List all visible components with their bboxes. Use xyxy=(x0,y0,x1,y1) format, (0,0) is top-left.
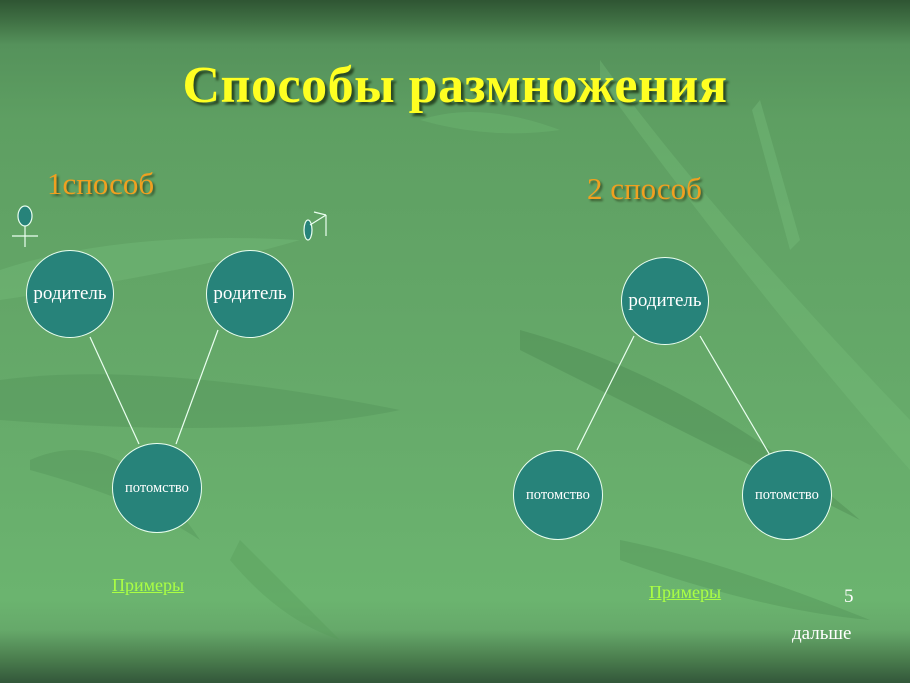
node-label: родитель xyxy=(33,283,107,304)
method-2-parent-node: родитель xyxy=(621,257,709,345)
male-symbol-icon xyxy=(303,211,327,241)
female-symbol-icon xyxy=(12,205,38,247)
method-1-offspring-node: потомство xyxy=(112,443,202,533)
node-label: родитель xyxy=(628,290,702,311)
next-slide-button[interactable]: дальше xyxy=(792,623,852,644)
method-1-examples-link[interactable]: Примеры xyxy=(112,575,185,595)
method-1-heading: 1способ xyxy=(47,166,155,201)
method-1-parent-node-2: родитель xyxy=(206,250,294,338)
page-number: 5 xyxy=(844,586,854,607)
method-2-offspring-node-2: потомство xyxy=(742,450,832,540)
method-2-examples-link[interactable]: Примеры xyxy=(649,582,722,602)
node-label: потомство xyxy=(526,486,590,503)
method-2-offspring-node-1: потомство xyxy=(513,450,603,540)
node-label: потомство xyxy=(755,486,819,503)
node-label: родитель xyxy=(213,283,287,304)
slide-title: Способы размножения xyxy=(182,57,728,114)
method-1-parent-node-1: родитель xyxy=(26,250,114,338)
node-label: потомство xyxy=(125,479,189,496)
method-2-heading: 2 способ xyxy=(587,171,702,206)
